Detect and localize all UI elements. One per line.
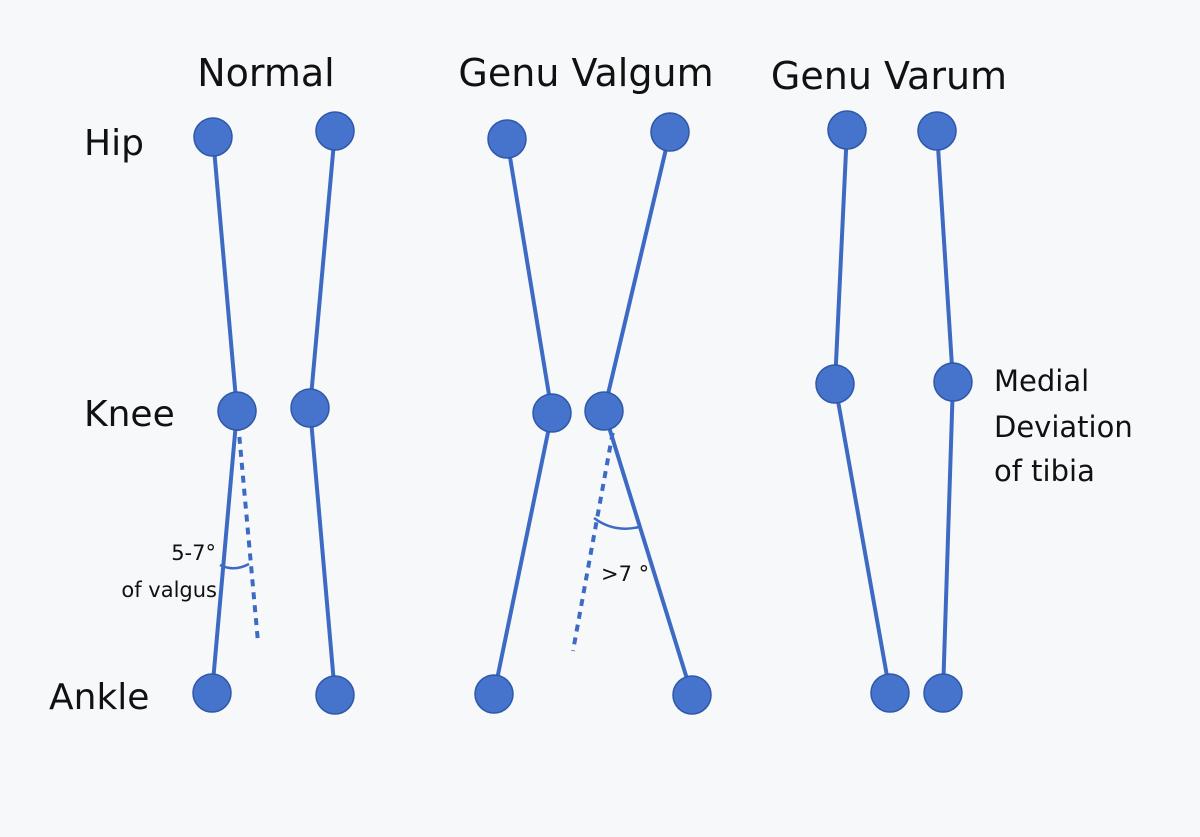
varum-note-line-1: Medial <box>994 364 1089 398</box>
varum-left-hip-joint <box>827 110 867 150</box>
valgum-angle-arc <box>593 516 640 530</box>
normal-left-knee-joint <box>217 391 257 431</box>
varum-left-ankle-joint <box>870 673 910 713</box>
normal-femoral-axis-extension <box>235 410 260 643</box>
normal-left-tibia <box>210 409 239 695</box>
row-label-hip: Hip <box>84 123 144 164</box>
normal-left-hip-joint <box>193 117 233 157</box>
varum-legs: Medial Deviation of tibia <box>815 110 1133 713</box>
varum-left-knee-joint <box>815 364 855 404</box>
normal-angle-value: 5-7° <box>171 541 216 565</box>
valgum-right-femur <box>602 130 672 413</box>
valgum-left-tibia <box>492 411 554 696</box>
title-genu-valgum: Genu Valgum <box>458 51 713 95</box>
varum-note-line-2: Deviation <box>994 410 1133 444</box>
varum-right-femur <box>935 129 955 384</box>
valgum-left-femur <box>505 137 554 415</box>
valgum-right-hip-joint <box>650 112 690 152</box>
valgum-left-knee-joint <box>532 393 572 433</box>
varum-right-hip-joint <box>917 111 957 151</box>
normal-right-femur <box>308 129 337 410</box>
varum-right-knee-joint <box>933 362 973 402</box>
varum-note-line-3: of tibia <box>994 454 1095 488</box>
valgum-femoral-axis-extension <box>571 419 617 652</box>
row-label-ankle: Ankle <box>49 677 149 718</box>
normal-right-hip-joint <box>315 111 355 151</box>
varum-right-tibia <box>941 380 955 695</box>
normal-right-ankle-joint <box>315 675 355 715</box>
varum-right-ankle-joint <box>923 673 963 713</box>
normal-right-tibia <box>308 406 337 697</box>
title-genu-varum: Genu Varum <box>771 54 1007 98</box>
varum-left-femur <box>833 128 849 386</box>
normal-legs: 5-7° of valgus <box>121 111 355 715</box>
valgum-legs: >7 ° <box>474 112 712 715</box>
valgum-left-ankle-joint <box>474 674 514 714</box>
normal-left-ankle-joint <box>192 673 232 713</box>
valgum-right-knee-joint <box>584 391 624 431</box>
normal-right-knee-joint <box>290 388 330 428</box>
valgum-right-tibia <box>602 409 694 697</box>
varum-left-tibia <box>833 382 892 695</box>
normal-angle-caption: of valgus <box>121 578 217 602</box>
normal-angle-arc <box>219 562 250 570</box>
title-normal: Normal <box>197 51 335 95</box>
valgum-left-hip-joint <box>487 119 527 159</box>
valgum-angle-value: >7 ° <box>601 562 649 586</box>
valgum-right-ankle-joint <box>672 675 712 715</box>
normal-left-femur <box>211 135 239 413</box>
row-label-knee: Knee <box>84 394 175 435</box>
